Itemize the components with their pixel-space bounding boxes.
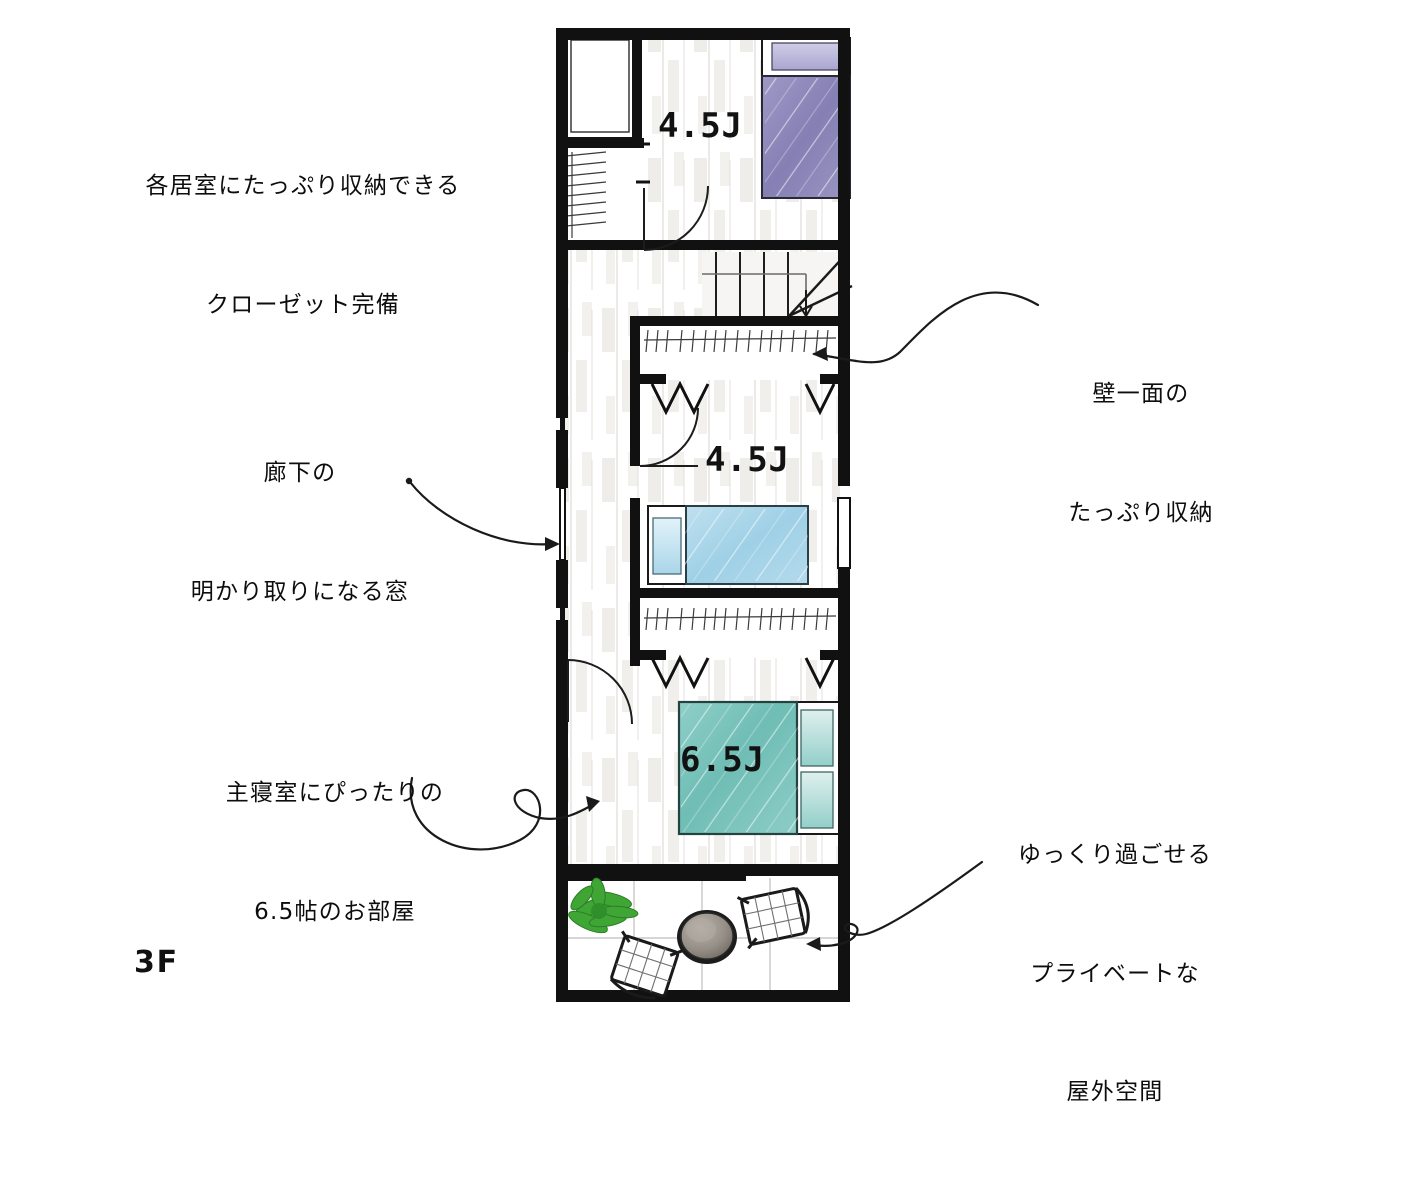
annotation-wall-storage-line-2: たっぷり収納 [1068, 499, 1214, 526]
door-swings [567, 185, 709, 725]
plant-icon [568, 877, 639, 934]
closet-wall-storage-upper [636, 318, 840, 380]
floor-level-label: 3F [134, 945, 179, 980]
bed-bottom-room [677, 700, 840, 836]
closet-top-left [565, 33, 637, 139]
staircase [702, 251, 853, 318]
floor-plan-page: 4.5J 4.5J 6.5J 3F 各居室にたっぷり収納できる クローゼット完備… [118, 28, 1246, 1105]
bed-middle-room [647, 505, 809, 585]
outdoor-table [677, 910, 737, 964]
outdoor-chair-left [609, 930, 683, 1000]
annotation-corridor-window: 廊下の 明かり取りになる窓 [152, 375, 448, 691]
bed-top-room [761, 37, 851, 199]
annotation-master-bedroom-line-1: 主寝室にぴったりの [225, 780, 445, 807]
annotation-outdoor-space-line-2: プライベートな [1030, 960, 1200, 987]
annotation-closets-line-1: 各居室にたっぷり収納できる [145, 173, 461, 200]
annotation-closets-line-2: クローゼット完備 [205, 291, 401, 318]
outdoor-chair-right [736, 887, 810, 950]
floor-plan-drawing [405, 28, 1040, 1002]
annotation-leaders [405, 291, 1040, 951]
annotation-corridor-window-line-1: 廊下の [263, 460, 337, 487]
annotation-master-bedroom: 主寝室にぴったりの 6.5帖のお部屋 [190, 695, 480, 1011]
annotation-corridor-window-line-2: 明かり取りになる窓 [190, 578, 410, 605]
room-label-bottom: 6.5J [680, 740, 765, 780]
door-frames [636, 142, 650, 184]
room-label-middle: 4.5J [705, 440, 790, 480]
room-label-top: 4.5J [658, 106, 743, 146]
annotation-wall-storage: 壁一面の たっぷり収納 [1036, 296, 1246, 612]
closet-top-left-lower [565, 148, 640, 248]
folding-doors [650, 380, 836, 690]
closet-wall-storage-lower [636, 596, 840, 658]
annotation-outdoor-space: ゆっくり過ごせる プライベートな 屋外空間 [1002, 757, 1228, 1192]
annotation-wall-storage-line-1: 壁一面の [1092, 381, 1190, 408]
walls [556, 28, 851, 1002]
annotation-outdoor-space-line-1: ゆっくり過ごせる [1017, 842, 1213, 869]
annotation-closets: 各居室にたっぷり収納できる クローゼット完備 [118, 88, 488, 404]
annotation-outdoor-space-line-3: 屋外空間 [1066, 1079, 1164, 1106]
annotation-master-bedroom-line-2: 6.5帖のお部屋 [254, 898, 416, 925]
